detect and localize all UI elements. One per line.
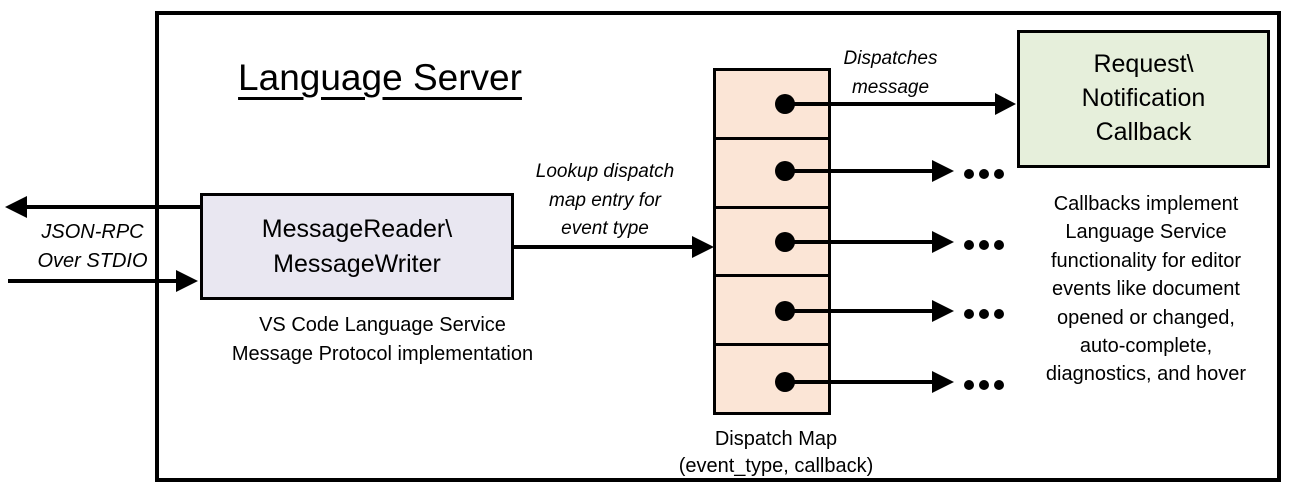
message-caption-line-1: VS Code Language Service — [259, 314, 506, 336]
dispatch-map-cell — [716, 343, 828, 412]
dispatch-map-cell — [716, 205, 828, 275]
dispatch-map-table — [713, 68, 831, 415]
message-box-line-2: MessageWriter — [273, 249, 441, 278]
diagram-title: Language Server — [238, 57, 522, 98]
callbacks-note: Callbacks implement Language Service fun… — [1005, 190, 1287, 389]
json-rpc-label-line: JSON-RPC — [41, 221, 144, 243]
callbacks-note-line: events like document — [1052, 278, 1240, 301]
callbacks-note-line: functionality for editor — [1050, 249, 1242, 272]
callback-box-line-1: Request\ — [1093, 50, 1194, 79]
lookup-label-line: event type — [561, 218, 649, 239]
dispatch-caption-line-2: (event_type, callback) — [678, 455, 874, 477]
dispatch-caption-line-1: Dispatch Map — [714, 428, 838, 450]
message-reader-writer-box: MessageReader\ MessageWriter — [200, 193, 514, 300]
callbacks-note-line: opened or changed, — [1057, 306, 1235, 329]
lookup-label-line: Lookup dispatch — [535, 161, 675, 182]
json-rpc-over-stdio-label: JSON-RPC Over STDIO — [10, 218, 175, 276]
lookup-dispatch-label: Lookup dispatch map entry for event type — [510, 158, 700, 244]
dispatch-map-cell — [716, 274, 828, 344]
callbacks-note-line: Callbacks implement — [1053, 193, 1239, 215]
dispatch-map-cell — [716, 71, 828, 137]
message-box-caption: VS Code Language Service Message Protoco… — [195, 311, 570, 369]
request-notification-callback-box: Request\ Notification Callback — [1017, 30, 1270, 168]
callback-box-line-2: Notification — [1081, 84, 1206, 113]
message-caption-line-2: Message Protocol implementation — [231, 342, 534, 365]
dispatch-map-cell — [716, 136, 828, 206]
dispatches-label-line: message — [851, 77, 930, 99]
dispatches-label-line: Dispatches — [843, 48, 938, 69]
dispatch-map-caption: Dispatch Map (event_type, callback) — [626, 426, 926, 480]
dispatches-message-label: Dispatches message — [828, 44, 953, 103]
callbacks-note-line: Language Service — [1065, 221, 1227, 244]
message-box-line-1: MessageReader\ — [261, 215, 453, 243]
json-rpc-label-line: Over STDIO — [37, 250, 148, 272]
callbacks-note-line: diagnostics, and hover — [1045, 363, 1247, 386]
callbacks-note-line: auto-complete, — [1079, 334, 1213, 357]
callback-box-line-3: Callback — [1095, 117, 1192, 146]
lookup-label-line: map entry for — [549, 189, 661, 211]
